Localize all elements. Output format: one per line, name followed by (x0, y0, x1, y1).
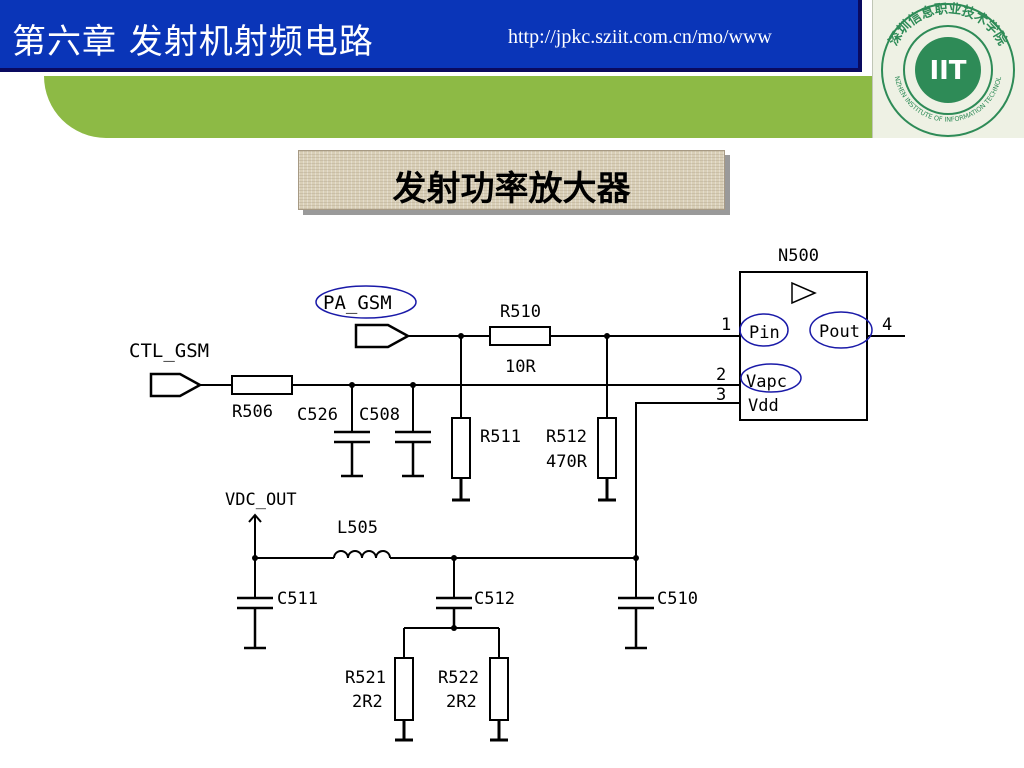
resistor-r522: R522 2R2 (438, 657, 509, 742)
pin-highlight (739, 313, 789, 347)
r510-value: 10R (505, 357, 536, 377)
slide-header-bar: 第六章 发射机射频电路 http://jpkc.sziit.com.cn/mo/… (0, 0, 862, 72)
c510-ref: C510 (657, 589, 698, 609)
r506-ref: R506 (232, 402, 273, 422)
capacitor-c508: C508 (359, 405, 431, 478)
highlight-ellipses (315, 285, 873, 393)
header-green-band (44, 76, 872, 138)
course-url[interactable]: http://jpkc.sziit.com.cn/mo/www (508, 26, 772, 48)
pin-3-name: Vdd (748, 396, 779, 416)
resistor-r512: R512 470R (546, 417, 617, 502)
resistor-r521: R521 2R2 (345, 657, 414, 742)
ground-icon (598, 478, 616, 502)
port-vdc-out: VDC_OUT (225, 490, 297, 530)
section-banner: 发射功率放大器 (298, 150, 725, 210)
capacitor-c510: C510 (618, 589, 698, 650)
capacitor-c512: C512 (436, 589, 515, 628)
resistor-r511: R511 (451, 417, 521, 502)
logo-monogram: IIT (929, 56, 966, 86)
port-ctl-gsm: CTL_GSM (129, 340, 209, 398)
inductor-l505: L505 (333, 518, 391, 559)
section-title: 发射功率放大器 (392, 169, 631, 209)
pin-4-number: 4 (882, 315, 892, 335)
pa-gsm-highlight (315, 285, 417, 319)
institute-logo: 深圳信息职业技术学院 SHENZHEN INSTITUTE OF INFORMA… (870, 0, 1024, 138)
r512-ref: R512 (546, 427, 587, 447)
institute-seal-icon: 深圳信息职业技术学院 SHENZHEN INSTITUTE OF INFORMA… (870, 0, 1015, 137)
capacitor-c526: C526 (297, 405, 370, 478)
pout-highlight (809, 311, 873, 349)
pin-2-name: Vapc (746, 372, 787, 392)
input-port-arrow-icon (354, 323, 411, 349)
ground-icon (452, 478, 470, 502)
pin-1-number: 1 (721, 315, 731, 335)
l505-ref: L505 (337, 518, 378, 538)
pin-2-number: 2 (716, 365, 726, 385)
c512-ref: C512 (474, 589, 515, 609)
capacitor-c511: C511 (237, 589, 318, 650)
junction-dots (252, 333, 639, 631)
c526-ref: C526 (297, 405, 338, 425)
pa-gsm-label: PA_GSM (323, 292, 392, 314)
pin-3-number: 3 (716, 385, 726, 405)
resistor-r506: R506 (231, 375, 293, 422)
ic-name: N500 (778, 246, 819, 266)
r510-ref: R510 (500, 302, 541, 322)
r512-value: 470R (546, 452, 588, 472)
supply-arrow-icon (248, 513, 262, 530)
r521-value: 2R2 (352, 692, 383, 712)
r521-ref: R521 (345, 668, 386, 688)
ground-icon (490, 720, 508, 742)
vapc-highlight (740, 363, 802, 393)
vdc-out-label: VDC_OUT (225, 490, 297, 510)
c511-ref: C511 (277, 589, 318, 609)
r522-ref: R522 (438, 668, 479, 688)
ctl-gsm-label: CTL_GSM (129, 340, 209, 362)
wires (200, 335, 740, 658)
c508-ref: C508 (359, 405, 400, 425)
pin-4-name: Pout (819, 322, 860, 342)
input-port-arrow-icon (149, 372, 203, 398)
pin-1-name: Pin (749, 323, 780, 343)
ground-icon (395, 720, 413, 742)
ic-n500: N500 1 Pin 2 Vapc 3 Vdd 4 Pout (716, 246, 905, 421)
r522-value: 2R2 (446, 692, 477, 712)
chapter-title: 第六章 发射机射频电路 (12, 22, 374, 62)
r511-ref: R511 (480, 427, 521, 447)
amplifier-triangle-icon (791, 281, 817, 305)
port-pa-gsm: PA_GSM (323, 292, 411, 349)
resistor-r510: R510 10R (489, 302, 551, 377)
